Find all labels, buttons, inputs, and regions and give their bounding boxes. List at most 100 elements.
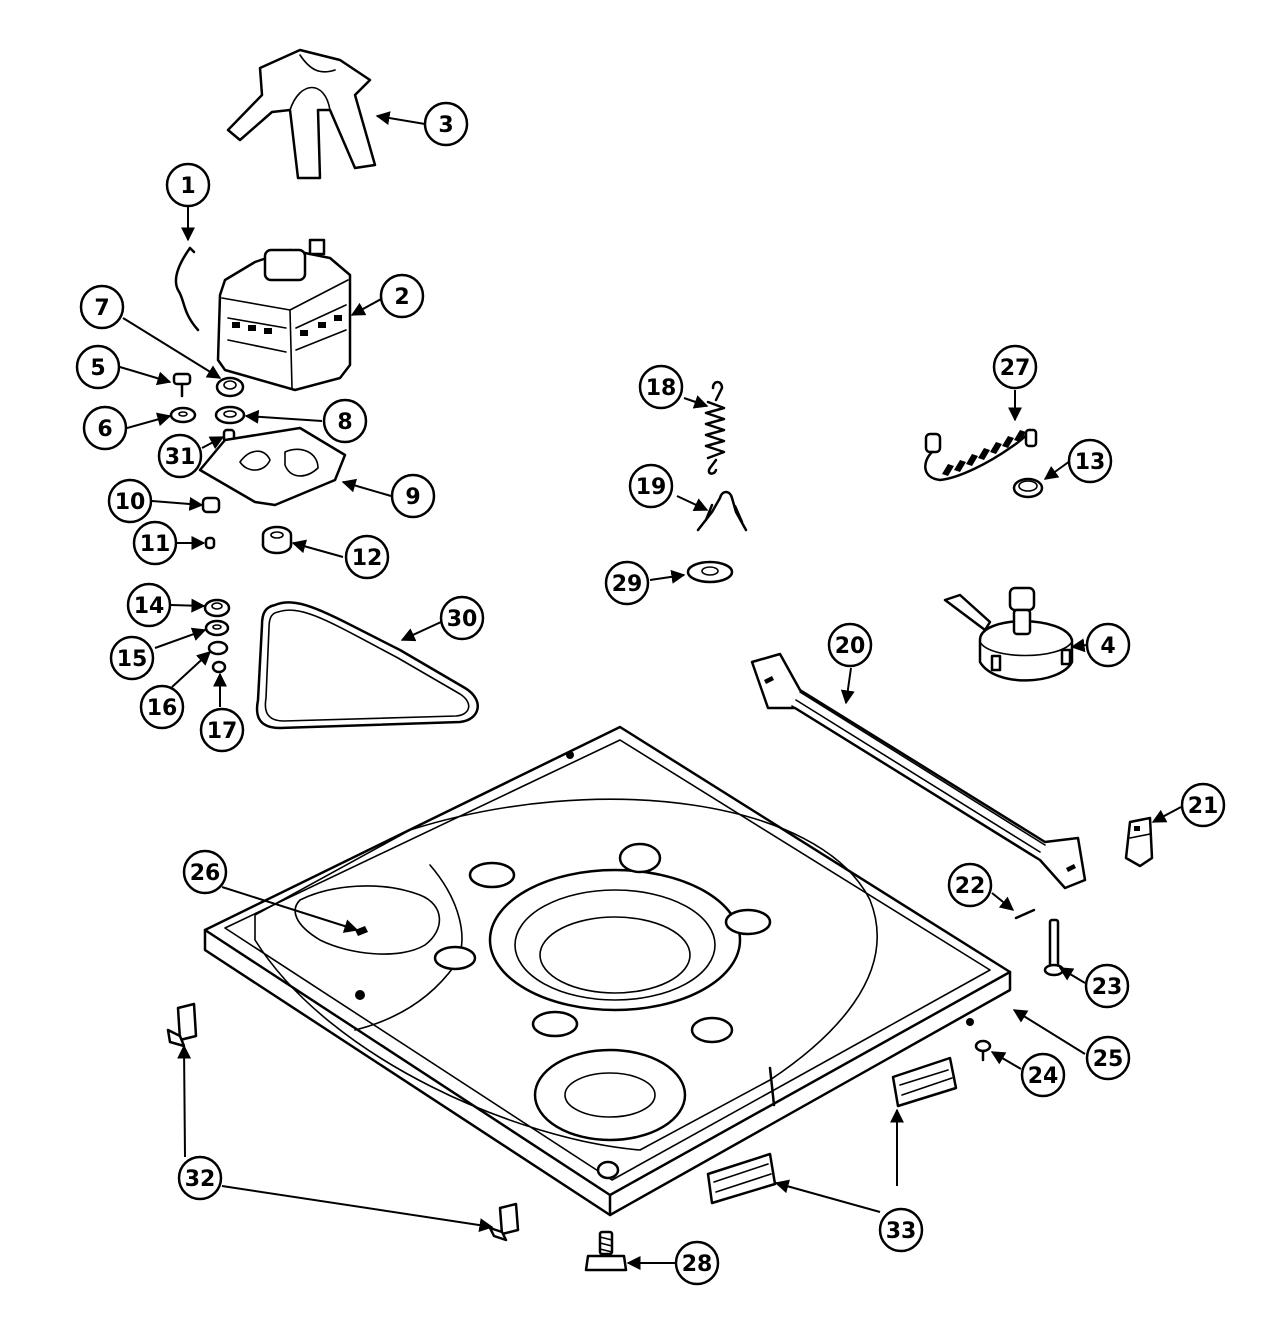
callout-label: 15 (117, 647, 148, 672)
part-4-drawing (943, 586, 1074, 682)
callout-21: 21 (1180, 782, 1226, 828)
callout-circle (79, 284, 125, 330)
callout-17: 17 (199, 707, 245, 753)
callout-circle (344, 534, 390, 580)
callout-27: 27 (992, 344, 1038, 390)
small-hardware-drawing (169, 372, 246, 444)
callout-label: 19 (636, 475, 667, 500)
callout-label: 32 (185, 1167, 216, 1192)
callout-1: 1 (165, 162, 211, 208)
callout-label: 18 (646, 376, 677, 401)
part-2-drawing (216, 238, 352, 392)
callout-32: 32 (177, 1155, 223, 1201)
part-27-drawing (924, 428, 1038, 482)
callout-circle (1180, 782, 1226, 828)
callout-circle (1020, 1052, 1066, 1098)
callout-circle (182, 849, 228, 895)
callout-label: 1 (180, 174, 195, 199)
leader-lines (119, 111, 1182, 1270)
callout-label: 21 (1188, 794, 1219, 819)
callout-label: 22 (955, 874, 986, 899)
callout-circle (439, 595, 485, 641)
callout-label: 14 (134, 594, 165, 619)
washer-stack-drawing (203, 598, 231, 674)
callout-circle (126, 582, 172, 628)
callout-label: 9 (405, 485, 420, 510)
callout-label: 33 (886, 1219, 917, 1244)
callout-label: 29 (612, 572, 643, 597)
callout-circle (107, 478, 153, 524)
callout-16: 16 (139, 684, 185, 730)
callout-10: 10 (107, 478, 153, 524)
callout-label: 6 (97, 417, 112, 442)
part-20-drawing (750, 652, 1087, 890)
part-13-drawing (1012, 477, 1044, 499)
callout-circle (1085, 1035, 1131, 1081)
callout-circle (878, 1207, 924, 1253)
part-32-drawing (166, 1002, 520, 1242)
callout-25: 25 (1085, 1035, 1131, 1081)
callout-label: 3 (438, 113, 453, 138)
callout-7: 7 (79, 284, 125, 330)
callout-label: 26 (190, 861, 221, 886)
callout-2: 2 (379, 273, 425, 319)
callout-14: 14 (126, 582, 172, 628)
callout-23: 23 (1084, 963, 1130, 1009)
callout-circle (132, 520, 178, 566)
callout-5: 5 (75, 344, 121, 390)
part-23-drawing (1043, 918, 1065, 977)
callout-12: 12 (344, 534, 390, 580)
callout-circle (82, 405, 128, 451)
callout-label: 25 (1093, 1047, 1124, 1072)
callout-circle (379, 273, 425, 319)
callout-6: 6 (82, 405, 128, 451)
callout-bubbles: 1234567891011121314151617181920212223242… (75, 101, 1226, 1286)
callout-label: 23 (1092, 975, 1123, 1000)
callout-label: 16 (147, 696, 178, 721)
callout-9: 9 (390, 473, 436, 519)
callout-circle (199, 707, 245, 753)
callout-11: 11 (132, 520, 178, 566)
callout-label: 31 (165, 445, 196, 470)
part-illustrations (166, 48, 1154, 1272)
callout-18: 18 (638, 364, 684, 410)
part-33-drawing (706, 1056, 958, 1205)
callout-label: 8 (337, 410, 352, 435)
callout-circle (827, 622, 873, 668)
callout-circle (390, 473, 436, 519)
callout-19: 19 (628, 463, 674, 509)
callout-circle (423, 101, 469, 147)
callout-20: 20 (827, 622, 873, 668)
part-29-drawing (686, 560, 734, 584)
callout-circle (628, 463, 674, 509)
callout-30: 30 (439, 595, 485, 641)
callout-29: 29 (604, 560, 650, 606)
part-19-drawing (696, 490, 748, 532)
callout-8: 8 (322, 398, 368, 444)
callout-label: 28 (682, 1252, 713, 1277)
part-21-drawing (1124, 816, 1154, 868)
part-25-drawing (203, 725, 1012, 1217)
part-22-drawing (1014, 908, 1036, 920)
callout-label: 2 (394, 285, 409, 310)
callout-33: 33 (878, 1207, 924, 1253)
part-1-drawing (174, 246, 200, 332)
callout-22: 22 (947, 862, 993, 908)
callout-label: 20 (835, 634, 866, 659)
callout-31: 31 (157, 433, 203, 479)
callout-circle (638, 364, 684, 410)
callout-circle (674, 1240, 720, 1286)
callout-28: 28 (674, 1240, 720, 1286)
callout-circle (177, 1155, 223, 1201)
callout-circle (992, 344, 1038, 390)
callout-label: 4 (1100, 634, 1115, 659)
callout-circle (322, 398, 368, 444)
callout-circle (947, 862, 993, 908)
callout-label: 5 (90, 356, 105, 381)
callout-4: 4 (1085, 622, 1131, 668)
callout-circle (157, 433, 203, 479)
callout-circle (139, 684, 185, 730)
callout-24: 24 (1020, 1052, 1066, 1098)
callout-label: 13 (1075, 450, 1106, 475)
